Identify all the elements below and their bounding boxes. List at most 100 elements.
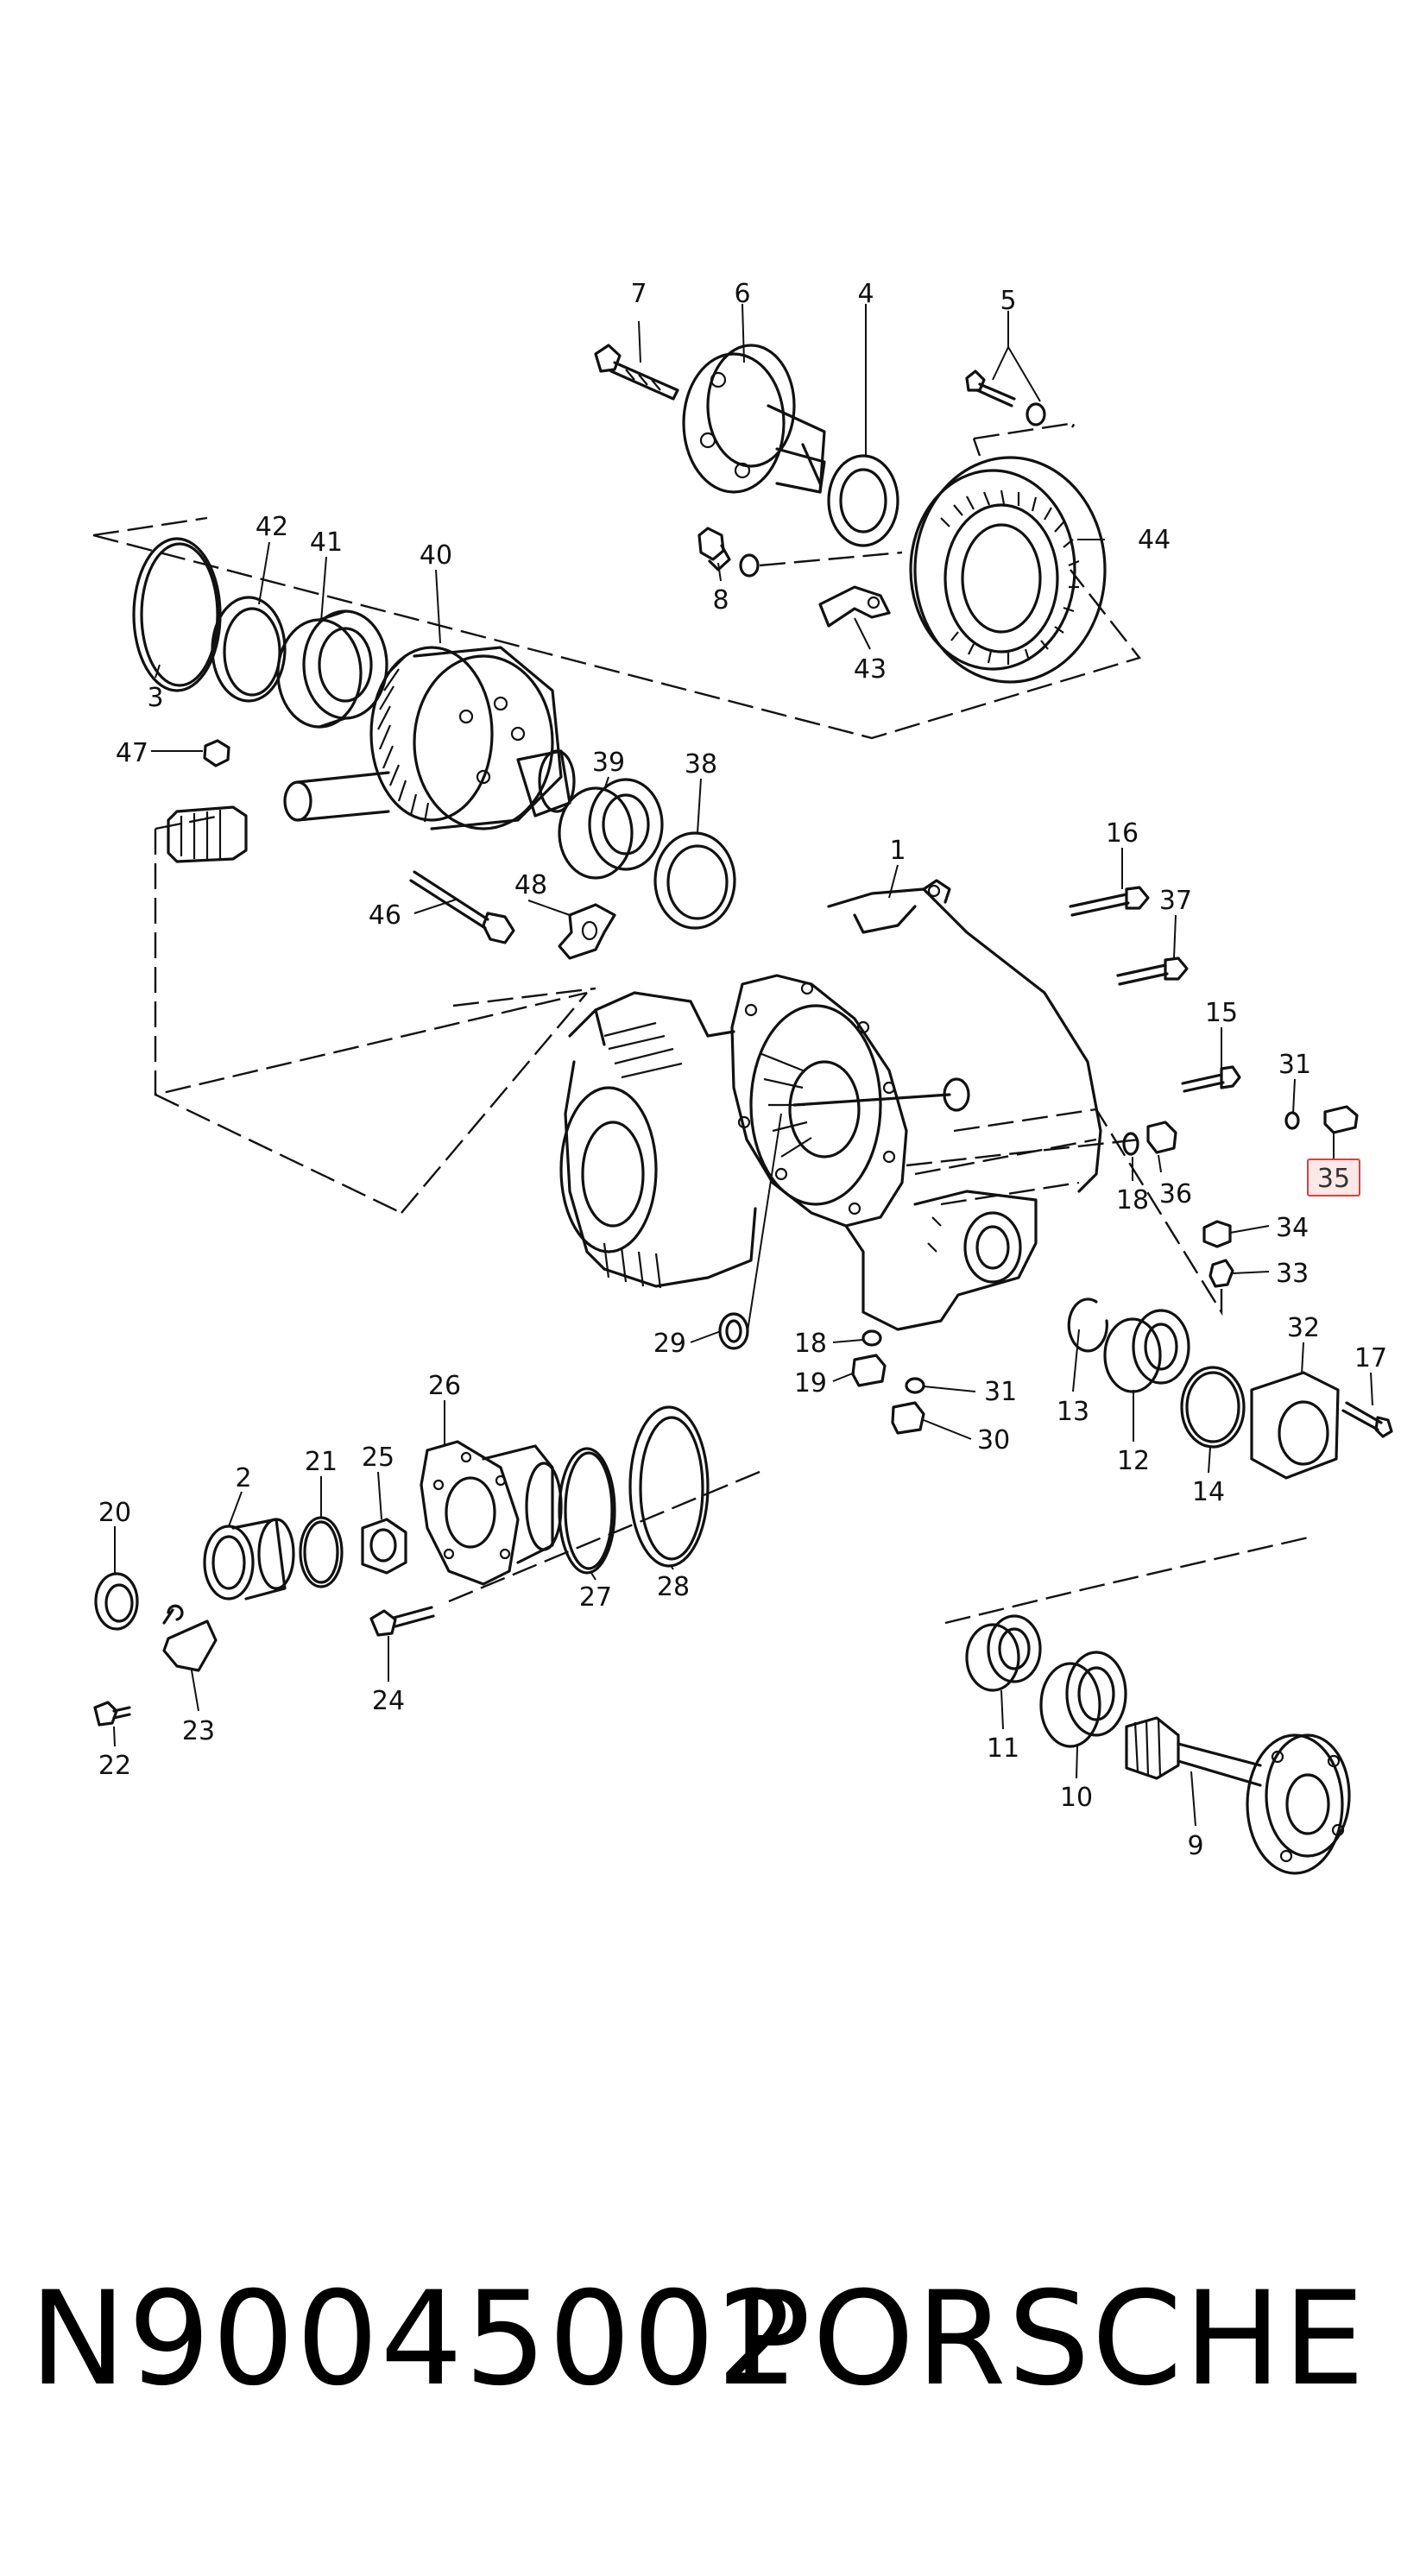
shaft-46-pinion — [167, 771, 390, 863]
plug-36 — [1146, 1121, 1177, 1154]
plug-35 — [1323, 1105, 1359, 1134]
callout: 32 — [1287, 1313, 1320, 1343]
clip-23 — [162, 1604, 218, 1672]
callout: 47 — [116, 738, 148, 768]
differential-40 — [369, 646, 576, 830]
bolt-17 — [1341, 1401, 1393, 1438]
callout: 39 — [592, 748, 625, 778]
seal-4 — [827, 454, 899, 547]
breather-8 — [697, 527, 760, 578]
bushing-2 — [203, 1518, 295, 1601]
oring-27 — [558, 1447, 616, 1575]
callout: 31 — [984, 1377, 1017, 1407]
oring-14 — [1180, 1366, 1246, 1449]
oring-31-top — [1284, 1111, 1300, 1130]
callout: 28 — [657, 1572, 690, 1602]
callout: 8 — [712, 585, 729, 616]
bearing-11 — [965, 1614, 1042, 1692]
plug-19 — [851, 1354, 887, 1387]
output-shaft-9 — [1125, 1716, 1351, 1875]
shim-42 — [211, 596, 287, 703]
nut-25 — [361, 1518, 407, 1575]
callout: 7 — [630, 279, 647, 309]
oring-31-lower — [905, 1377, 925, 1394]
bearing-39 — [558, 778, 664, 880]
flange-32 — [1250, 1371, 1340, 1480]
leader-lines — [113, 303, 1373, 1827]
callout: 36 — [1159, 1179, 1192, 1209]
callout: 46 — [369, 900, 401, 931]
callout-labels: 7 6 4 5 42 41 40 44 8 43 3 47 39 38 1 16… — [98, 279, 1387, 1861]
bolt-24 — [369, 1606, 435, 1637]
oring-21 — [299, 1516, 344, 1588]
callout: 6 — [734, 279, 750, 309]
callout: 1 — [889, 836, 906, 866]
callout: 40 — [420, 540, 452, 571]
callout: 27 — [579, 1582, 612, 1613]
oring-18-left — [861, 1329, 882, 1347]
callout: 12 — [1117, 1446, 1150, 1476]
ring-gear-44 — [909, 456, 1107, 684]
callout: 24 — [372, 1686, 405, 1716]
circlip-3 — [132, 537, 222, 692]
callout: 34 — [1276, 1213, 1309, 1243]
callout: 44 — [1138, 525, 1171, 555]
callout: 21 — [305, 1447, 338, 1477]
flange-26 — [420, 1440, 563, 1586]
footer: N90045002 PORSCHE — [0, 2262, 1401, 2417]
seal-28 — [628, 1405, 710, 1568]
bolt-15 — [1181, 1065, 1241, 1093]
callout: 5 — [1000, 286, 1016, 316]
callout: 29 — [653, 1329, 686, 1359]
callout: 15 — [1205, 998, 1238, 1028]
callout: 16 — [1106, 818, 1139, 849]
bolt-46 — [409, 870, 515, 944]
bracket-43 — [818, 585, 891, 628]
callout: 30 — [977, 1425, 1010, 1455]
circlip-13 — [1067, 1297, 1108, 1353]
callout: 26 — [428, 1371, 461, 1401]
bolt-16 — [1069, 886, 1150, 917]
bearing-12 — [1103, 1309, 1190, 1393]
oring-18-right — [1122, 1132, 1139, 1156]
brand-name: PORSCHE — [732, 2264, 1366, 2415]
callout: 9 — [1187, 1831, 1203, 1861]
callout: 20 — [98, 1498, 131, 1528]
bearing-10 — [1039, 1651, 1127, 1748]
callout: 4 — [857, 279, 874, 309]
seal-38 — [653, 831, 736, 930]
callout: 25 — [362, 1443, 394, 1473]
callout: 23 — [182, 1716, 215, 1746]
callout: 48 — [514, 870, 547, 900]
callout: 11 — [987, 1733, 1019, 1764]
callout: 14 — [1192, 1477, 1225, 1507]
part-number: N90045002 — [29, 2264, 801, 2415]
callout: 13 — [1057, 1397, 1089, 1427]
plug-34 — [1202, 1220, 1232, 1248]
callout: 19 — [794, 1368, 827, 1398]
callout: 43 — [854, 654, 887, 685]
callout: 41 — [310, 527, 343, 558]
callout: 33 — [1276, 1259, 1309, 1289]
seal-20 — [94, 1572, 139, 1631]
callout: 18 — [794, 1329, 827, 1359]
valve-33 — [1209, 1259, 1234, 1288]
plug-30 — [891, 1401, 925, 1435]
bolt-37 — [1116, 957, 1189, 986]
bolt-washer-5 — [965, 369, 1046, 426]
callout: 22 — [98, 1751, 131, 1781]
callout: 17 — [1354, 1343, 1387, 1373]
callout: 3 — [147, 683, 163, 713]
callout: 37 — [1159, 886, 1192, 916]
bracket-48 — [558, 903, 616, 960]
shim-29 — [718, 1312, 749, 1350]
nut-47 — [203, 739, 230, 767]
transmission-case-1 — [559, 879, 1102, 1331]
callout: 10 — [1060, 1783, 1093, 1813]
bearing-41 — [276, 609, 388, 729]
callout: 31 — [1278, 1050, 1311, 1080]
highlight-box-35 — [1307, 1159, 1360, 1196]
callout: 42 — [256, 512, 288, 542]
top-bolt-7 — [594, 344, 679, 401]
